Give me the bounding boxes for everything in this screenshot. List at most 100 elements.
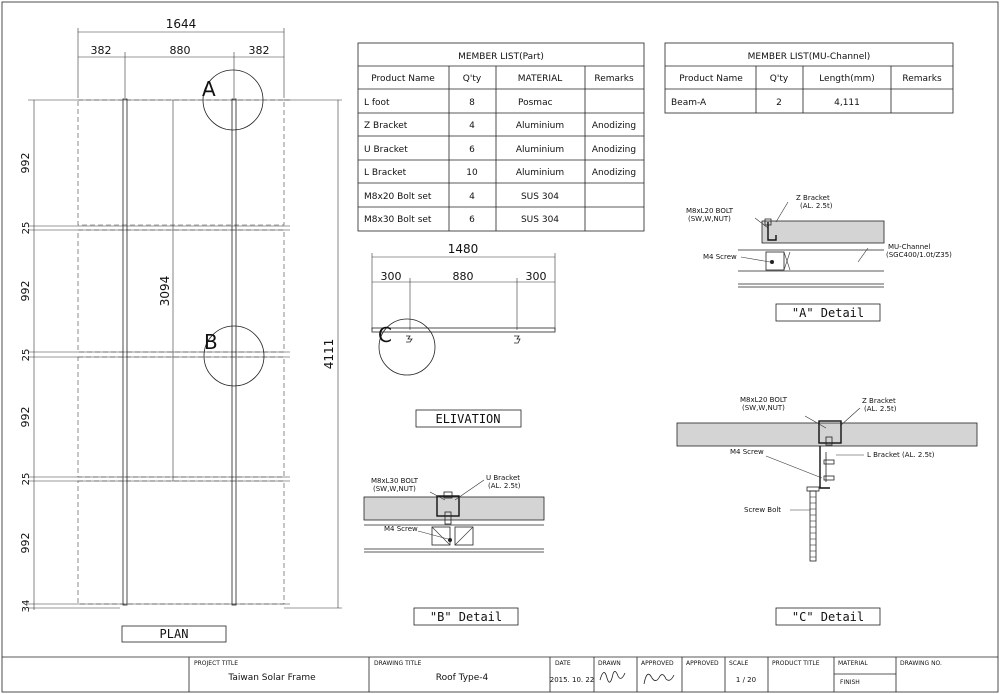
detail-c-drawing bbox=[676, 407, 978, 562]
approved2-label: APPROVED bbox=[686, 660, 719, 667]
elevation-total: 1480 bbox=[448, 242, 479, 256]
plan-top-seg-1: 382 bbox=[91, 44, 112, 57]
scale-label: SCALE bbox=[729, 660, 748, 667]
detail-a-label: "A" Detail bbox=[792, 306, 864, 320]
member-part-cell: Anodizing bbox=[592, 168, 636, 178]
member-part-cell: 4 bbox=[469, 121, 475, 131]
member-part-cell: Z Bracket bbox=[364, 121, 408, 131]
project-title: Taiwan Solar Frame bbox=[227, 673, 316, 683]
member-channel-cell: 4,111 bbox=[834, 98, 860, 108]
member-part-cell: L foot bbox=[364, 98, 390, 108]
member-part-cell: 6 bbox=[469, 215, 475, 225]
member-part-cell: Posmac bbox=[518, 98, 553, 108]
material-label: MATERIAL bbox=[838, 660, 868, 667]
material-value: FINISH bbox=[840, 679, 860, 686]
member-part-cell: M8x20 Bolt set bbox=[364, 192, 432, 202]
member-part-table bbox=[357, 42, 645, 232]
date-value: 2015. 10. 22 bbox=[550, 676, 595, 684]
member-channel-header-2: Q'ty bbox=[770, 74, 789, 84]
member-part-cell: 8 bbox=[469, 98, 475, 108]
member-part-cell: 6 bbox=[469, 145, 475, 155]
member-part-header-4: Remarks bbox=[594, 74, 634, 84]
product-title-label: PRODUCT TITLE bbox=[772, 660, 820, 667]
elevation-label-box bbox=[415, 409, 522, 428]
member-channel-header-4: Remarks bbox=[902, 74, 942, 84]
detail-b-drawing bbox=[363, 479, 545, 553]
member-part-cell: Aluminium bbox=[516, 121, 564, 131]
plan-left-dim-8: 34 bbox=[21, 600, 32, 613]
plan-label-box bbox=[121, 625, 227, 643]
drawn-label: DRAWN bbox=[598, 660, 621, 667]
member-part-cell: L Bracket bbox=[364, 168, 407, 178]
member-part-cell: U Bracket bbox=[364, 145, 408, 155]
detail-b-bolt: M8xL30 BOLT bbox=[371, 477, 419, 485]
detail-b-bolt-sub: (SW,W,NUT) bbox=[373, 485, 416, 493]
member-part-cell: 10 bbox=[466, 168, 478, 178]
approved-signature bbox=[643, 673, 675, 685]
detail-c-lbracket: L Bracket (AL. 2.5t) bbox=[867, 451, 935, 459]
drawing-no-label: DRAWING NO. bbox=[900, 660, 942, 667]
detail-c-label: "C" Detail bbox=[792, 610, 864, 624]
member-channel-title: MEMBER LIST(MU-Channel) bbox=[748, 52, 871, 62]
member-part-header-2: Q'ty bbox=[463, 74, 482, 84]
detail-c-screwbolt: Screw Bolt bbox=[744, 506, 781, 514]
plan-left-dim-6: 25 bbox=[21, 473, 32, 486]
plan-top-total: 1644 bbox=[166, 17, 197, 31]
member-part-cell: SUS 304 bbox=[521, 215, 559, 225]
plan-left-dim-4: 25 bbox=[21, 349, 32, 362]
elevation-seg-1: 300 bbox=[381, 270, 402, 283]
member-part-cell: SUS 304 bbox=[521, 192, 559, 202]
date-label: DATE bbox=[555, 660, 571, 667]
plan-marker-b: B bbox=[204, 330, 218, 354]
detail-c-bolt: M8xL20 BOLT bbox=[740, 396, 788, 404]
member-part-title: MEMBER LIST(Part) bbox=[458, 52, 544, 62]
plan-top-seg-3: 382 bbox=[249, 44, 270, 57]
plan-marker-a-circle bbox=[202, 69, 264, 131]
detail-a-channel: MU-Channel bbox=[888, 243, 930, 251]
detail-a-bolt-sub: (SW,W,NUT) bbox=[688, 215, 731, 223]
plan-inner-dim: 3094 bbox=[158, 276, 172, 307]
elevation-label: ELIVATION bbox=[435, 412, 500, 426]
elevation-marker-c-circle bbox=[378, 318, 436, 376]
member-channel-cell: 2 bbox=[776, 98, 782, 108]
member-part-header-3: MATERIAL bbox=[518, 74, 563, 84]
detail-a-label-box bbox=[775, 303, 881, 322]
member-channel-header-1: Product Name bbox=[679, 74, 743, 84]
detail-a-bolt: M8xL20 BOLT bbox=[686, 207, 734, 215]
detail-b-label: "B" Detail bbox=[430, 610, 502, 624]
plan-left-dim-2: 25 bbox=[21, 222, 32, 235]
detail-b-label-box bbox=[413, 607, 519, 626]
plan-marker-a: A bbox=[202, 77, 216, 101]
detail-a-bracket: Z Bracket bbox=[796, 194, 830, 202]
plan-view: 1644 382 880 382 bbox=[28, 17, 342, 610]
title-block bbox=[2, 656, 998, 692]
member-channel-cell: Beam-A bbox=[671, 98, 707, 108]
detail-b-screw: M4 Screw bbox=[384, 525, 418, 533]
plan-top-seg-2: 880 bbox=[170, 44, 191, 57]
detail-c-bolt-sub: (SW,W,NUT) bbox=[742, 404, 785, 412]
plan-left-dim-5: 992 bbox=[19, 407, 32, 428]
elevation-seg-2: 880 bbox=[453, 270, 474, 283]
member-part-cell: Aluminium bbox=[516, 168, 564, 178]
plan-label: PLAN bbox=[160, 627, 189, 641]
member-channel-header-3: Length(mm) bbox=[819, 74, 875, 84]
detail-b-bracket: U Bracket bbox=[486, 474, 520, 482]
detail-a-bracket-sub: (AL. 2.5t) bbox=[800, 202, 833, 210]
detail-a-drawing bbox=[738, 201, 885, 288]
elevation-seg-3: 300 bbox=[526, 270, 547, 283]
detail-a-channel-sub: (SGC400/1.0t/Z35) bbox=[886, 251, 952, 259]
drawing-title-label: DRAWING TITLE bbox=[374, 660, 422, 667]
plan-left-dim-3: 992 bbox=[19, 281, 32, 302]
detail-b-bracket-sub: (AL. 2.5t) bbox=[488, 482, 521, 490]
project-title-label: PROJECT TITLE bbox=[194, 660, 238, 667]
elevation-view bbox=[371, 253, 556, 376]
member-part-cell: 4 bbox=[469, 192, 475, 202]
plan-left-dim-7: 992 bbox=[19, 533, 32, 554]
plan-right-dim: 4111 bbox=[322, 339, 336, 370]
drawing-title: Roof Type-4 bbox=[436, 673, 489, 683]
member-channel-table bbox=[664, 42, 954, 114]
elevation-marker-c: C bbox=[378, 323, 392, 347]
approved-label: APPROVED bbox=[641, 660, 674, 667]
detail-c-label-box bbox=[775, 607, 881, 626]
